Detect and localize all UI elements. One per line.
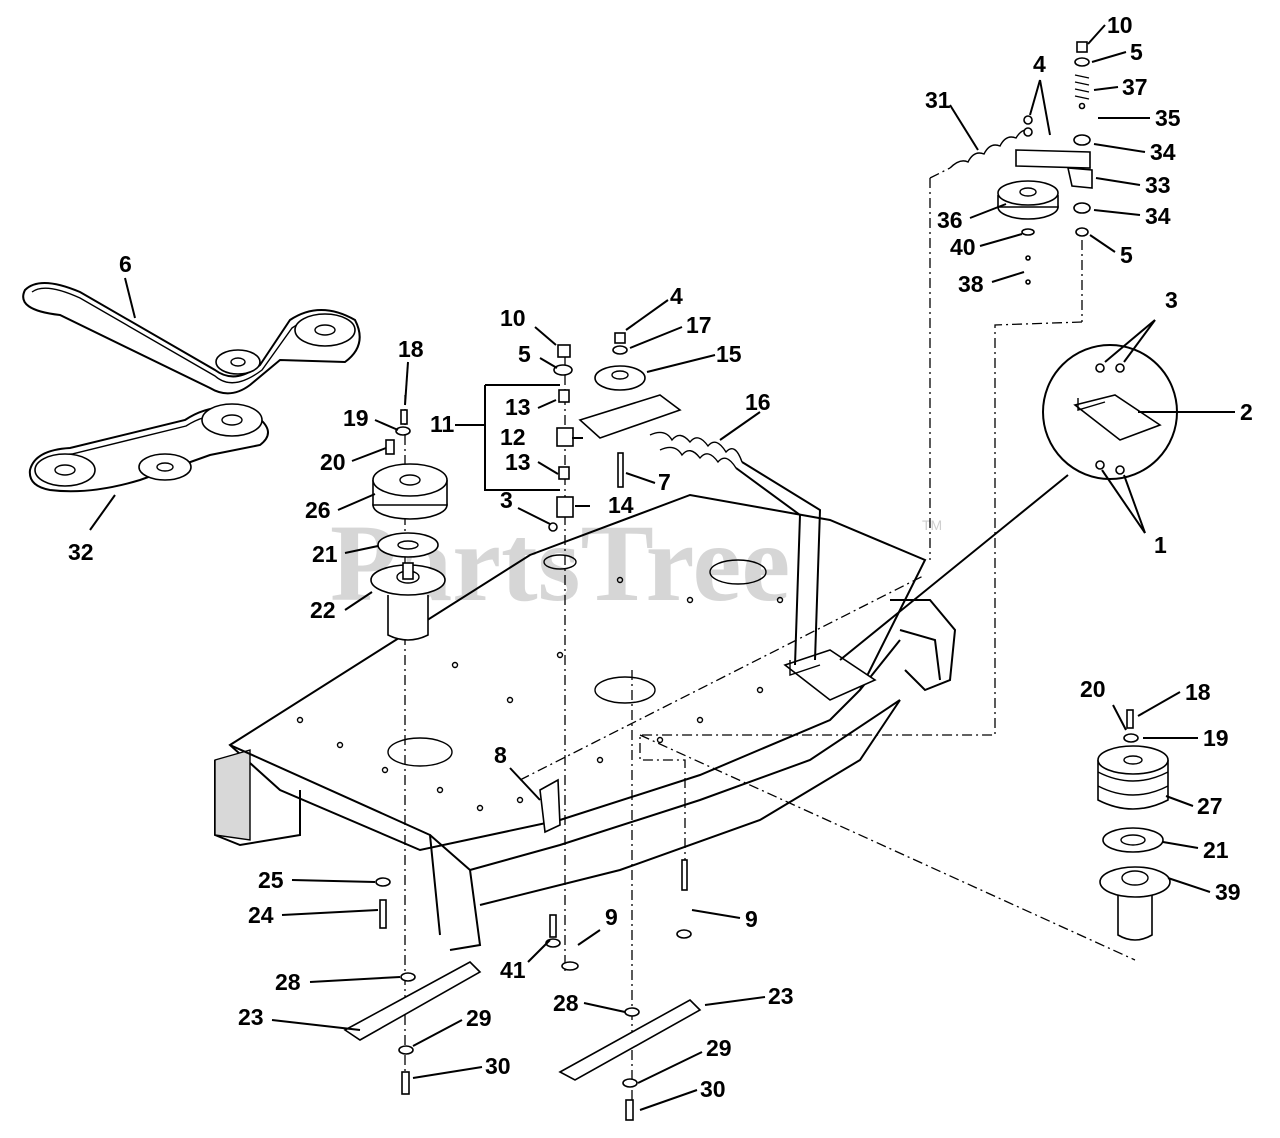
callout-29: 29 <box>706 1035 732 1061</box>
belt-6 <box>22 282 361 395</box>
mower-deck-shell <box>214 493 957 951</box>
callout-5: 5 <box>1130 39 1143 65</box>
callout-23: 23 <box>768 983 794 1009</box>
callout-24: 24 <box>248 902 274 928</box>
detail-circle-bracket <box>839 344 1178 661</box>
callout-21: 21 <box>312 541 338 567</box>
callout-2: 2 <box>1240 399 1253 425</box>
callout-28: 28 <box>553 990 579 1016</box>
callout-27: 27 <box>1197 793 1223 819</box>
callout-36: 36 <box>937 207 963 233</box>
callout-11: 11 <box>430 411 455 437</box>
leader-lines <box>89 24 1235 1111</box>
center-idler-assembly <box>539 332 822 1121</box>
callout-30: 30 <box>700 1076 726 1102</box>
callout-5: 5 <box>518 341 531 367</box>
callout-23: 23 <box>238 1004 264 1030</box>
callout-13: 13 <box>505 449 531 475</box>
callout-39: 39 <box>1215 879 1241 905</box>
callout-30: 30 <box>485 1053 511 1079</box>
callout-17: 17 <box>686 312 712 338</box>
callout-5: 5 <box>1120 242 1133 268</box>
callout-22: 22 <box>310 597 336 623</box>
callout-28: 28 <box>275 969 301 995</box>
callout-9: 9 <box>745 906 758 932</box>
callout-34: 34 <box>1150 139 1176 165</box>
callout-4: 4 <box>1033 51 1046 77</box>
callout-37: 37 <box>1122 74 1148 100</box>
callout-31: 31 <box>925 87 951 113</box>
callout-38: 38 <box>958 271 984 297</box>
blade-left <box>343 961 482 1041</box>
blade-center <box>558 999 702 1081</box>
callout-41: 41 <box>500 957 526 983</box>
callout-9: 9 <box>605 904 618 930</box>
callout-1: 1 <box>1154 532 1167 558</box>
callout-4: 4 <box>670 283 683 309</box>
callout-7: 7 <box>658 469 671 495</box>
callout-8: 8 <box>494 742 507 768</box>
callout-26: 26 <box>305 497 331 523</box>
callout-6: 6 <box>119 251 132 277</box>
callout-32: 32 <box>68 539 94 565</box>
callout-29: 29 <box>466 1005 492 1031</box>
callout-10: 10 <box>1107 12 1133 38</box>
callout-35: 35 <box>1155 105 1181 131</box>
callout-16: 16 <box>745 389 771 415</box>
upper-idler-assembly <box>639 41 1093 860</box>
callout-13: 13 <box>505 394 531 420</box>
belt-32 <box>28 403 269 493</box>
callout-15: 15 <box>716 341 742 367</box>
right-spindle-assembly <box>1097 709 1171 941</box>
callout-18: 18 <box>398 336 424 362</box>
left-spindle-assembly <box>370 395 448 1095</box>
callout-14: 14 <box>608 492 634 518</box>
callout-labels: 10 5 37 4 31 35 34 33 36 34 40 5 38 6 3 … <box>68 12 1253 1102</box>
callout-12: 12 <box>500 424 526 450</box>
watermark-trademark: TM <box>922 517 942 533</box>
callout-19: 19 <box>1203 725 1229 751</box>
callout-3: 3 <box>1165 287 1178 313</box>
callout-34: 34 <box>1145 203 1171 229</box>
callout-20: 20 <box>320 449 346 475</box>
callout-33: 33 <box>1145 172 1171 198</box>
callout-3: 3 <box>500 487 513 513</box>
callout-19: 19 <box>343 405 369 431</box>
callout-18: 18 <box>1185 679 1211 705</box>
callout-21: 21 <box>1203 837 1229 863</box>
callout-25: 25 <box>258 867 284 893</box>
callout-20: 20 <box>1080 676 1106 702</box>
callout-10: 10 <box>500 305 526 331</box>
callout-40: 40 <box>950 234 976 260</box>
